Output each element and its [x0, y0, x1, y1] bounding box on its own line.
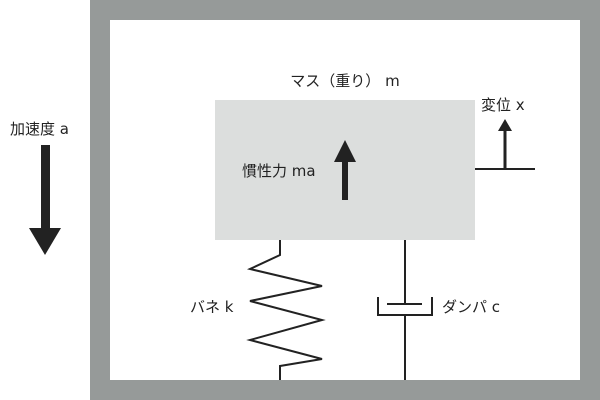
inertial-force-label: 慣性力 ma	[242, 162, 316, 180]
inertial-force-arrow	[334, 140, 356, 200]
damper	[377, 240, 433, 380]
acceleration-label: 加速度 a	[10, 120, 69, 138]
displacement-label: 変位 x	[481, 96, 525, 114]
acceleration-arrow	[29, 145, 61, 255]
spring	[246, 240, 326, 380]
mass-label: マス（重り） m	[290, 72, 399, 90]
displacement-indicator	[475, 119, 535, 170]
spring-label: バネ k	[190, 298, 234, 316]
damper-label: ダンパ c	[442, 298, 500, 316]
